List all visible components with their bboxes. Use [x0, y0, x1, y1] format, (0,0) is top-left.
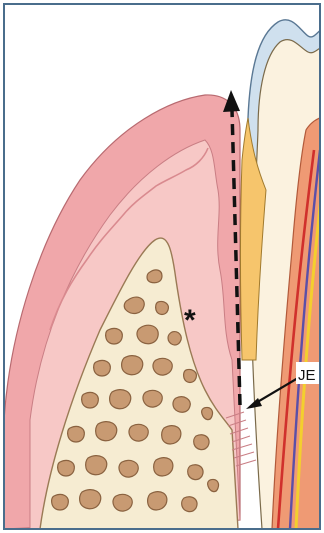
- asterisk-marker: *: [184, 304, 196, 337]
- je-label: JE: [298, 367, 316, 384]
